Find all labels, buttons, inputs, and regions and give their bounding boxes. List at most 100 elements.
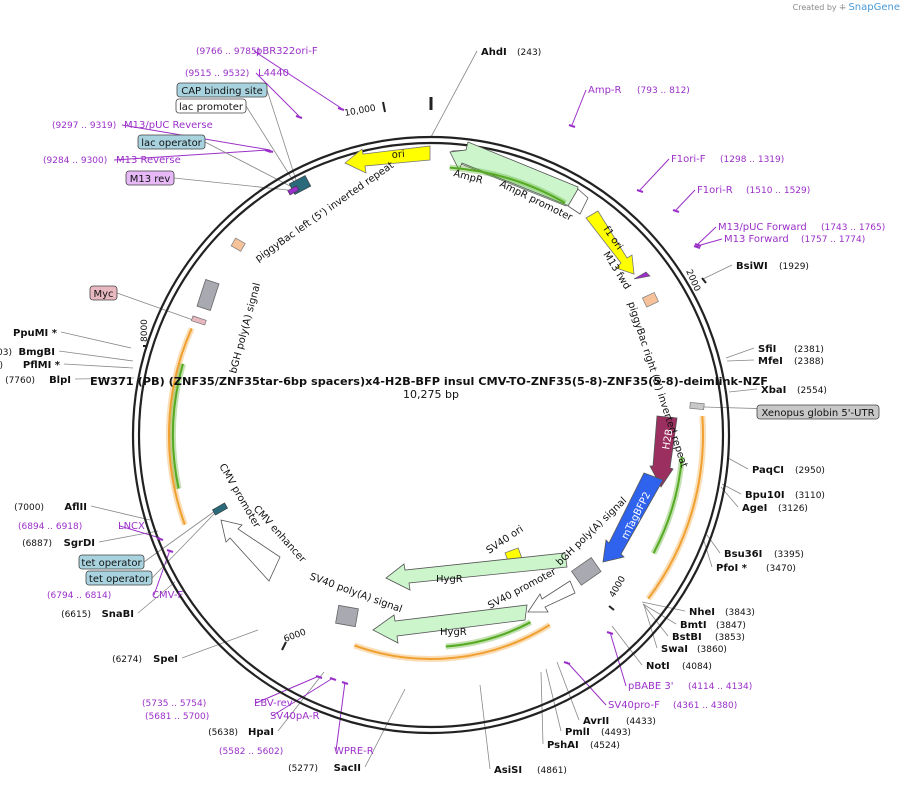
- primer[interactable]: (1510 .. 1529)F1ori-R: [697, 185, 810, 196]
- tet-operator-feature[interactable]: [212, 502, 228, 516]
- enzyme-site[interactable]: SnaBI(6615): [61, 609, 134, 620]
- enzyme-site[interactable]: NheI(3843): [689, 607, 755, 618]
- annotation-arc[interactable]: [168, 328, 193, 525]
- primer-range: (4114 .. 4134): [688, 682, 752, 692]
- m13-rev-feature[interactable]: [287, 185, 300, 196]
- annotation-arc[interactable]: [449, 166, 566, 204]
- primer[interactable]: (5582 .. 5602)WPRE-R: [219, 746, 374, 757]
- primer[interactable]: (9515 .. 9532)L4440: [185, 68, 289, 79]
- enzyme-site[interactable]: AsiSI(4861): [494, 765, 567, 776]
- feature-label-box[interactable]: M13 rev: [125, 170, 175, 186]
- enzyme-site[interactable]: BmtI(3847): [680, 620, 746, 631]
- primer-leader-line: [571, 89, 587, 126]
- primer[interactable]: (4361 .. 4380)SV40pro-F: [608, 700, 737, 711]
- enzyme-site[interactable]: XbaI(2554): [761, 385, 827, 396]
- annotation-arc[interactable]: [354, 624, 551, 660]
- hygr-lower-feature[interactable]: [372, 604, 528, 644]
- primer[interactable]: (6894 .. 6918)LNCX: [18, 521, 145, 532]
- primer[interactable]: (793 .. 812)Amp-R: [588, 85, 690, 96]
- primer[interactable]: (9766 .. 9785)pBR322ori-F: [196, 46, 318, 57]
- feature-label-box[interactable]: lac operator: [137, 134, 206, 150]
- enzyme-position: (4084): [682, 662, 712, 672]
- annotation-arc[interactable]: [445, 621, 531, 648]
- enzyme-site[interactable]: BlpI(7760): [5, 375, 71, 386]
- primer[interactable]: (6794 .. 6814)CMV-F: [47, 590, 183, 601]
- feature-label-box[interactable]: tet operator: [85, 570, 153, 586]
- box-leader-line: [116, 292, 194, 321]
- annotation-arc[interactable]: [647, 415, 704, 600]
- restriction-enzymes[interactable]: AhdI(243) BsiWI(1929) SfiI(2381)MfeI(2388)…: [0, 47, 827, 776]
- primer-range: (5681 .. 5700): [145, 712, 209, 722]
- enzyme-site[interactable]: Bsu36I(3395): [724, 549, 804, 560]
- primer-leader-line: [566, 661, 607, 706]
- enzyme-site[interactable]: Bpu10I(3110): [745, 490, 825, 501]
- leader-lines: [58, 50, 880, 770]
- enzyme-position: (7840): [0, 361, 3, 371]
- primer[interactable]: (1743 .. 1765)M13/pUC Forward: [718, 222, 885, 233]
- h2b-feature[interactable]: [649, 415, 678, 488]
- enzyme-site[interactable]: PfoI *(3470): [716, 563, 796, 574]
- enzyme-position: (6274): [112, 655, 142, 665]
- ampr-promoter-feature[interactable]: [567, 188, 589, 215]
- enzyme-site[interactable]: SacII(5277): [288, 763, 361, 774]
- feature-label-box[interactable]: tet operator: [78, 554, 145, 570]
- enzyme-site[interactable]: AhdI(243): [481, 47, 541, 58]
- enzyme-site[interactable]: AvrII(4433): [583, 716, 656, 727]
- mtagbfp2-feature[interactable]: [602, 472, 664, 563]
- feature-label-box[interactable]: Xenopus globin 5'-UTR: [756, 404, 880, 420]
- enzyme-site[interactable]: AflII(7000): [14, 502, 87, 513]
- enzyme-site[interactable]: BstBI(3853): [672, 632, 745, 643]
- primer[interactable]: (1757 .. 1774)M13 Forward: [724, 234, 865, 245]
- f1-ori-feature[interactable]: [585, 210, 635, 275]
- enzyme-leader-line: [706, 534, 721, 554]
- primer-site-marker: [693, 245, 701, 249]
- bgh-polya-left-feature[interactable]: [196, 279, 220, 311]
- piggybac-right-feature[interactable]: [641, 291, 659, 308]
- sv40-polya-feature[interactable]: [335, 604, 359, 628]
- sv40-promoter-feature[interactable]: [527, 580, 576, 613]
- enzyme-site[interactable]: PaqCI(2950): [752, 465, 825, 476]
- label-box-text: Xenopus globin 5'-UTR: [761, 408, 874, 419]
- enzyme-site[interactable]: BsiWI(1929): [736, 261, 809, 272]
- enzyme-site[interactable]: MfeI(2388): [758, 356, 824, 367]
- primer[interactable]: (5681 .. 5700)SV40pA-R: [145, 711, 319, 722]
- enzyme-site[interactable]: SwaI(3860): [661, 644, 727, 655]
- piggybac-left-feature[interactable]: [230, 237, 246, 252]
- feature-label-box[interactable]: CAP binding site: [176, 82, 268, 98]
- enzyme-site[interactable]: PflMI *(7840): [0, 360, 61, 371]
- hygr-upper-feature[interactable]: [385, 552, 568, 591]
- xenopus-feature[interactable]: [689, 402, 705, 410]
- primer-name: M13/pUC Reverse: [124, 120, 213, 131]
- enzyme-site[interactable]: NotI(4084): [646, 661, 712, 672]
- primers[interactable]: (9766 .. 9785)pBR322ori-F (9515 .. 9532)L…: [18, 46, 885, 757]
- enzyme-site[interactable]: AgeI(3126): [742, 503, 808, 514]
- primer[interactable]: (4114 .. 4134)pBABE 3': [628, 681, 752, 692]
- enzyme-site[interactable]: HpaI(5638): [208, 727, 274, 738]
- feature-label-box[interactable]: lac promoter: [175, 98, 247, 114]
- enzyme-site[interactable]: PmlI(4493): [565, 727, 631, 738]
- annotation-arc[interactable]: [652, 456, 684, 554]
- enzyme-site[interactable]: SpeI(6274): [112, 654, 178, 665]
- enzyme-leader-line: [642, 603, 677, 625]
- primer[interactable]: (5735 .. 5754)EBV-rev: [142, 698, 293, 709]
- ori-feature[interactable]: [344, 145, 431, 174]
- enzyme-site[interactable]: BmgBI(7903): [0, 347, 55, 358]
- enzyme-site[interactable]: PpuMI *(7993): [0, 328, 58, 339]
- annotation-arc[interactable]: [172, 363, 184, 489]
- m13-fwd-feature[interactable]: [633, 271, 651, 280]
- bgh-polya-right-feature[interactable]: [571, 557, 602, 586]
- feature-label-box[interactable]: Myc: [89, 285, 118, 301]
- enzyme-site[interactable]: SfiI(2381): [758, 344, 824, 355]
- backbone-outer-circle: [131, 135, 731, 735]
- primer[interactable]: (9297 .. 9319)M13/pUC Reverse: [52, 120, 213, 131]
- myc-feature[interactable]: [191, 315, 207, 326]
- primer[interactable]: (1298 .. 1319)F1ori-F: [671, 154, 784, 165]
- primer[interactable]: (9284 .. 9300)M13 Reverse: [43, 155, 181, 166]
- enzyme-name: XbaI: [761, 385, 786, 396]
- enzyme-site[interactable]: SgrDI(6887): [22, 538, 95, 549]
- ampr-body[interactable]: [449, 141, 579, 209]
- enzyme-site[interactable]: PshAI(4524): [547, 740, 620, 751]
- cmv-enhancer-feature[interactable]: [220, 519, 281, 582]
